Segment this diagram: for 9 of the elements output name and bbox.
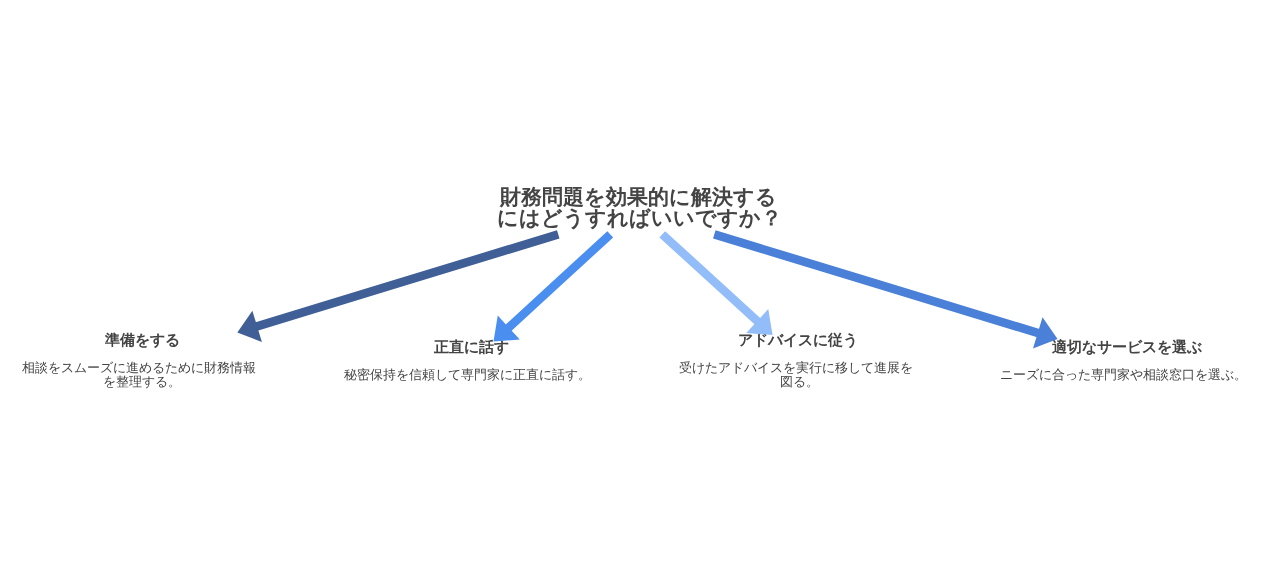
node-text: 適切なサービスを選ぶ ニーズに合った専門家や相談窓口を選ぶ。 <box>1000 337 1248 382</box>
node-text: アドバイスに従う 受けたアドバイスを実行に移して進展を図る。 <box>678 330 913 389</box>
node-text: 正直に話す 秘密保持を信頼して専門家に正直に話す。 <box>343 337 591 382</box>
arrow <box>713 229 1058 349</box>
arrow <box>659 230 773 335</box>
arrow <box>237 229 560 342</box>
node-text: 準備をする 相談をスムーズに進めるために財務情報を整理する。 <box>21 330 256 389</box>
arrow <box>493 230 614 342</box>
node-text: 財務問題を効果的に解決するにはどうすればいいですか？ <box>497 184 783 230</box>
